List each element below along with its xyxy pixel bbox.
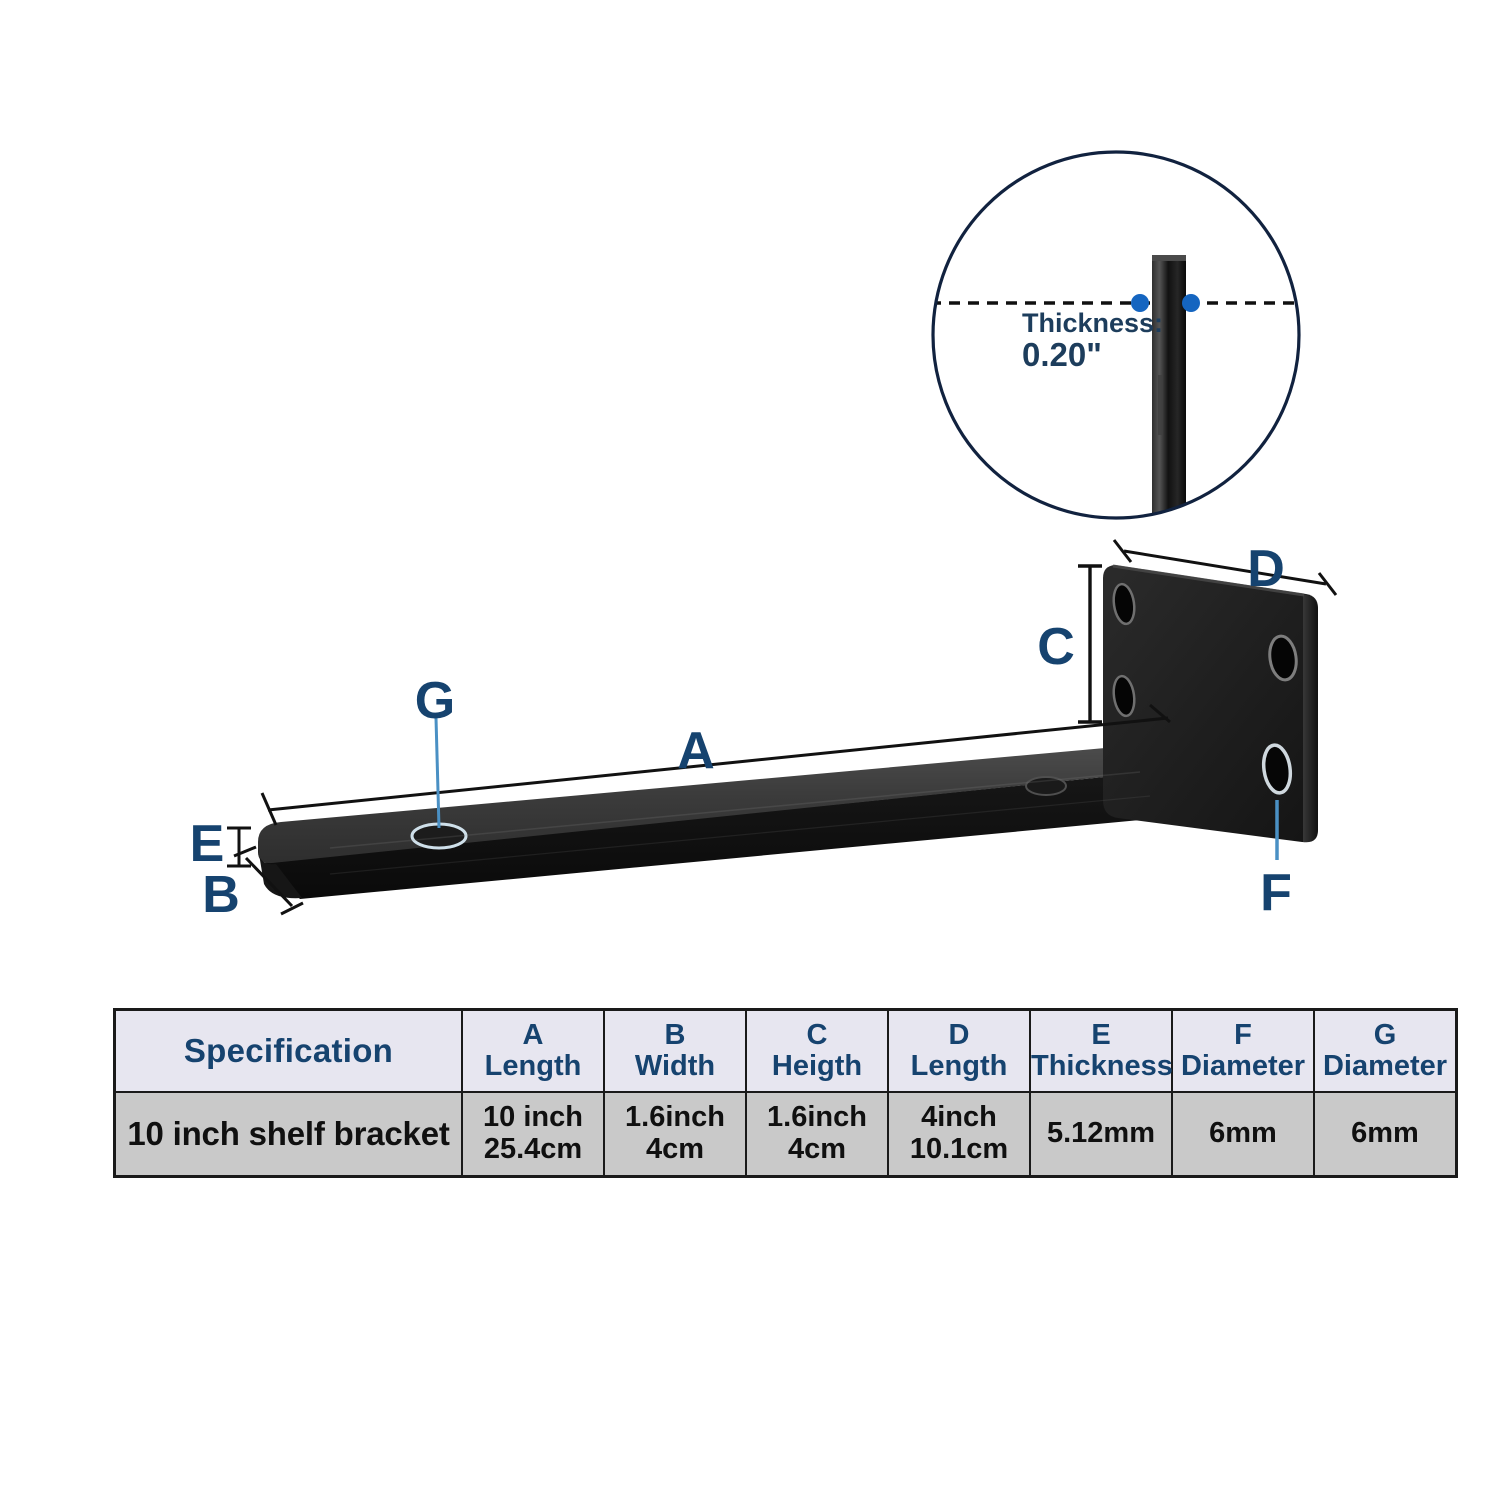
cell-c-heigth: 1.6inch 4cm [745,1091,889,1178]
callout-label-g: G [415,672,455,730]
plate-hole-top-left [1112,582,1136,626]
cell-a-value-inch: 10 inch [483,1101,583,1134]
arm-front-face [262,770,1172,899]
dim-line-d [1112,539,1338,596]
cell-g-diameter: 6mm [1313,1091,1458,1178]
callout-label-d: D [1247,540,1285,598]
cell-product-name: 10 inch shelf bracket [113,1091,463,1178]
header-a-letter: A [522,1019,544,1052]
shelf-bracket-body [258,564,1318,899]
cell-a-length: 10 inch 25.4cm [461,1091,605,1178]
dim-line-a [260,703,1171,826]
cell-b-value-cm: 4cm [645,1133,705,1165]
header-b-width: B Width [603,1008,747,1093]
arm-left-end-cap [258,848,302,899]
plate-hole-mid-left [1112,674,1136,718]
header-specification: Specification [113,1008,463,1093]
header-g-word: Diameter [1322,1050,1448,1082]
header-d-length: D Length [887,1008,1031,1093]
header-f-letter: F [1234,1019,1252,1052]
header-g-diameter: G Diameter [1313,1008,1458,1093]
callout-label-e: E [190,815,225,873]
table-data-row: 10 inch shelf bracket 10 inch 25.4cm 1.6… [113,1091,1458,1178]
header-c-letter: C [806,1019,828,1052]
header-b-letter: B [664,1019,686,1052]
callout-letters: A B C D E F G [190,540,1292,924]
bar-cross-section [1152,255,1186,518]
header-a-word: Length [484,1050,582,1082]
thickness-magnifier-detail: Thickness: 0.20" [931,150,1301,520]
magnifier-circle-outline [931,150,1301,520]
arm-top-face [258,742,1172,864]
header-a-length: A Length [461,1008,605,1093]
cell-d-length: 4inch 10.1cm [887,1091,1031,1178]
callout-label-b: B [202,866,240,924]
cell-a-value-cm: 25.4cm [483,1133,583,1165]
header-d-letter: D [948,1019,970,1052]
wall-plate-edge [1302,594,1318,843]
leader-line-g [434,717,441,829]
cell-b-value-inch: 1.6inch [625,1101,725,1134]
header-f-diameter: F Diameter [1171,1008,1315,1093]
table-header-row: Specification A Length B Width C Heigth … [113,1008,1458,1093]
header-e-word: Thickness [1031,1050,1173,1082]
callout-label-a: A [677,722,715,780]
header-e-letter: E [1091,1019,1111,1052]
header-g-letter: G [1373,1019,1397,1052]
thickness-value: 0.20" [1022,336,1102,373]
dimension-lines [227,539,1338,916]
cell-d-value-cm: 10.1cm [909,1133,1009,1165]
dim-line-b [233,845,304,916]
header-specification-label: Specification [183,1031,394,1069]
specification-table: Specification A Length B Width C Heigth … [113,1008,1458,1178]
cell-e-thickness: 5.12mm [1029,1091,1173,1178]
arm-surface-texture [329,771,1151,875]
dim-line-c [1078,564,1102,724]
plate-hole-right [1268,634,1298,682]
header-c-word: Heigth [771,1050,863,1082]
cell-c-value-cm: 4cm [787,1133,847,1165]
header-f-word: Diameter [1180,1050,1306,1082]
cell-c-value-inch: 1.6inch [767,1101,867,1134]
thickness-dot-right [1182,294,1200,312]
thickness-label: Thickness: [1022,308,1163,338]
wall-plate-holes [1112,582,1298,795]
plate-hole-f-diameter [1261,743,1293,795]
header-e-thickness: E Thickness [1029,1008,1173,1093]
header-b-word: Width [634,1050,716,1082]
cell-b-width: 1.6inch 4cm [603,1091,747,1178]
callout-label-f: F [1260,864,1292,922]
cell-d-value-inch: 4inch [921,1101,997,1134]
header-d-word: Length [910,1050,1008,1082]
wall-plate-top-highlight [1112,564,1305,597]
header-c-heigth: C Heigth [745,1008,889,1093]
thickness-dot-left [1131,294,1149,312]
arm-hole-inner [1025,776,1067,796]
callout-label-c: C [1037,618,1075,676]
callout-leader-lines [434,717,1279,860]
cell-f-diameter: 6mm [1171,1091,1315,1178]
dim-line-e [227,826,251,868]
